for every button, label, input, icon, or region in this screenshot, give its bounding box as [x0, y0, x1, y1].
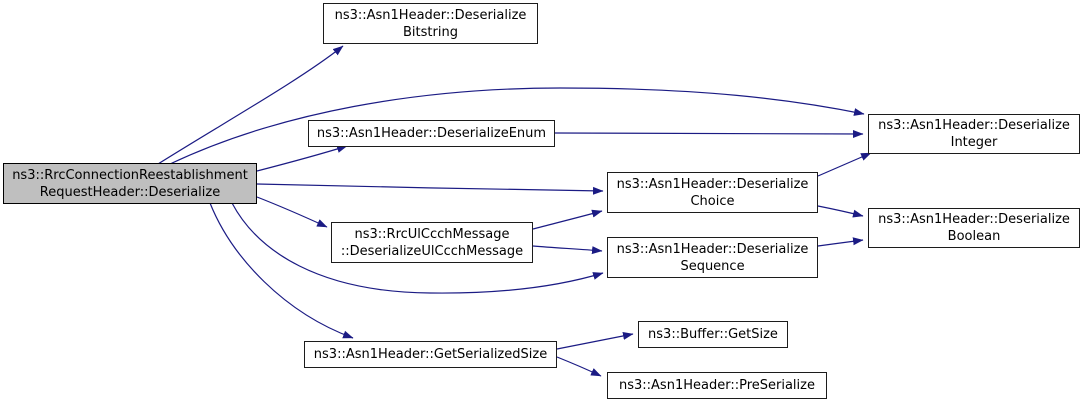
- node-deserialize-bitstring[interactable]: ns3::Asn1Header::Deserialize Bitstring: [323, 3, 538, 44]
- node-label-line: Sequence: [680, 258, 745, 274]
- edge-choice-to-integer: [817, 152, 872, 177]
- node-label-line: ns3::Asn1Header::Deserialize: [878, 212, 1070, 227]
- edge-ulccch-to-sequence: [532, 245, 603, 255]
- edge-enum-to-integer: [554, 129, 864, 138]
- node-label-line: Integer: [950, 135, 998, 150]
- node-label-line: ::DeserializeUlCcchMessage: [340, 243, 524, 259]
- edge-sequence-to-boolean: [817, 237, 864, 247]
- edge-choice-to-boolean: [817, 205, 864, 218]
- node-deserialize-boolean[interactable]: ns3::Asn1Header::Deserialize Boolean: [868, 208, 1080, 248]
- edge-deserialize-to-getserializedsize: [209, 202, 354, 339]
- node-get-serialized-size[interactable]: ns3::Asn1Header::GetSerializedSize: [304, 341, 557, 368]
- node-label-line: ns3::Asn1Header::GetSerializedSize: [313, 347, 548, 362]
- node-label-line: ns3::RrcUlCcchMessage: [354, 226, 510, 242]
- edge-deserialize-to-sequence: [231, 202, 604, 294]
- node-label-line: Choice: [690, 193, 735, 209]
- node-deserialize-choice[interactable]: ns3::Asn1Header::Deserialize Choice: [607, 172, 818, 213]
- node-deserialize-integer[interactable]: ns3::Asn1Header::Deserialize Integer: [868, 114, 1080, 154]
- node-deserialize-sequence[interactable]: ns3::Asn1Header::Deserialize Sequence: [607, 237, 818, 278]
- node-label-line: ns3::Asn1Header::PreSerialize: [619, 378, 815, 393]
- node-label-line: ns3::Asn1Header::DeserializeEnum: [316, 126, 547, 141]
- node-pre-serialize[interactable]: ns3::Asn1Header::PreSerialize: [607, 372, 827, 399]
- node-deserialize-ulccch-message[interactable]: ns3::RrcUlCcchMessage ::DeserializeUlCcc…: [331, 222, 533, 263]
- edge-deserialize-to-choice: [256, 183, 604, 195]
- node-deserialize-enum[interactable]: ns3::Asn1Header::DeserializeEnum: [308, 120, 555, 147]
- edge-getserializedsize-to-getsize: [556, 331, 634, 350]
- edge-deserialize-to-enum: [256, 145, 348, 172]
- node-label-line: RequestHeader::Deserialize: [39, 184, 221, 200]
- edge-deserialize-to-ulccch: [256, 196, 328, 228]
- node-label-line: ns3::Asn1Header::Deserialize: [878, 118, 1070, 133]
- edge-deserialize-to-bitstring: [157, 45, 344, 165]
- node-label-line: Bitstring: [403, 24, 458, 40]
- node-buffer-get-size[interactable]: ns3::Buffer::GetSize: [638, 321, 788, 348]
- node-label-line: ns3::Asn1Header::Deserialize: [616, 241, 809, 257]
- edge-deserialize-to-integer: [169, 87, 865, 165]
- node-label-line: ns3::Buffer::GetSize: [648, 327, 778, 342]
- node-label-line: Boolean: [947, 229, 1001, 244]
- node-label-line: ns3::RrcConnectionReestablishment: [12, 167, 248, 183]
- edge-getserializedsize-to-preserialize: [556, 356, 602, 377]
- node-label-line: ns3::Asn1Header::Deserialize: [616, 176, 809, 192]
- node-deserialize[interactable]: ns3::RrcConnectionReestablishment Reques…: [3, 163, 257, 204]
- node-label-line: ns3::Asn1Header::Deserialize: [334, 7, 527, 23]
- edge-ulccch-to-choice: [532, 209, 603, 230]
